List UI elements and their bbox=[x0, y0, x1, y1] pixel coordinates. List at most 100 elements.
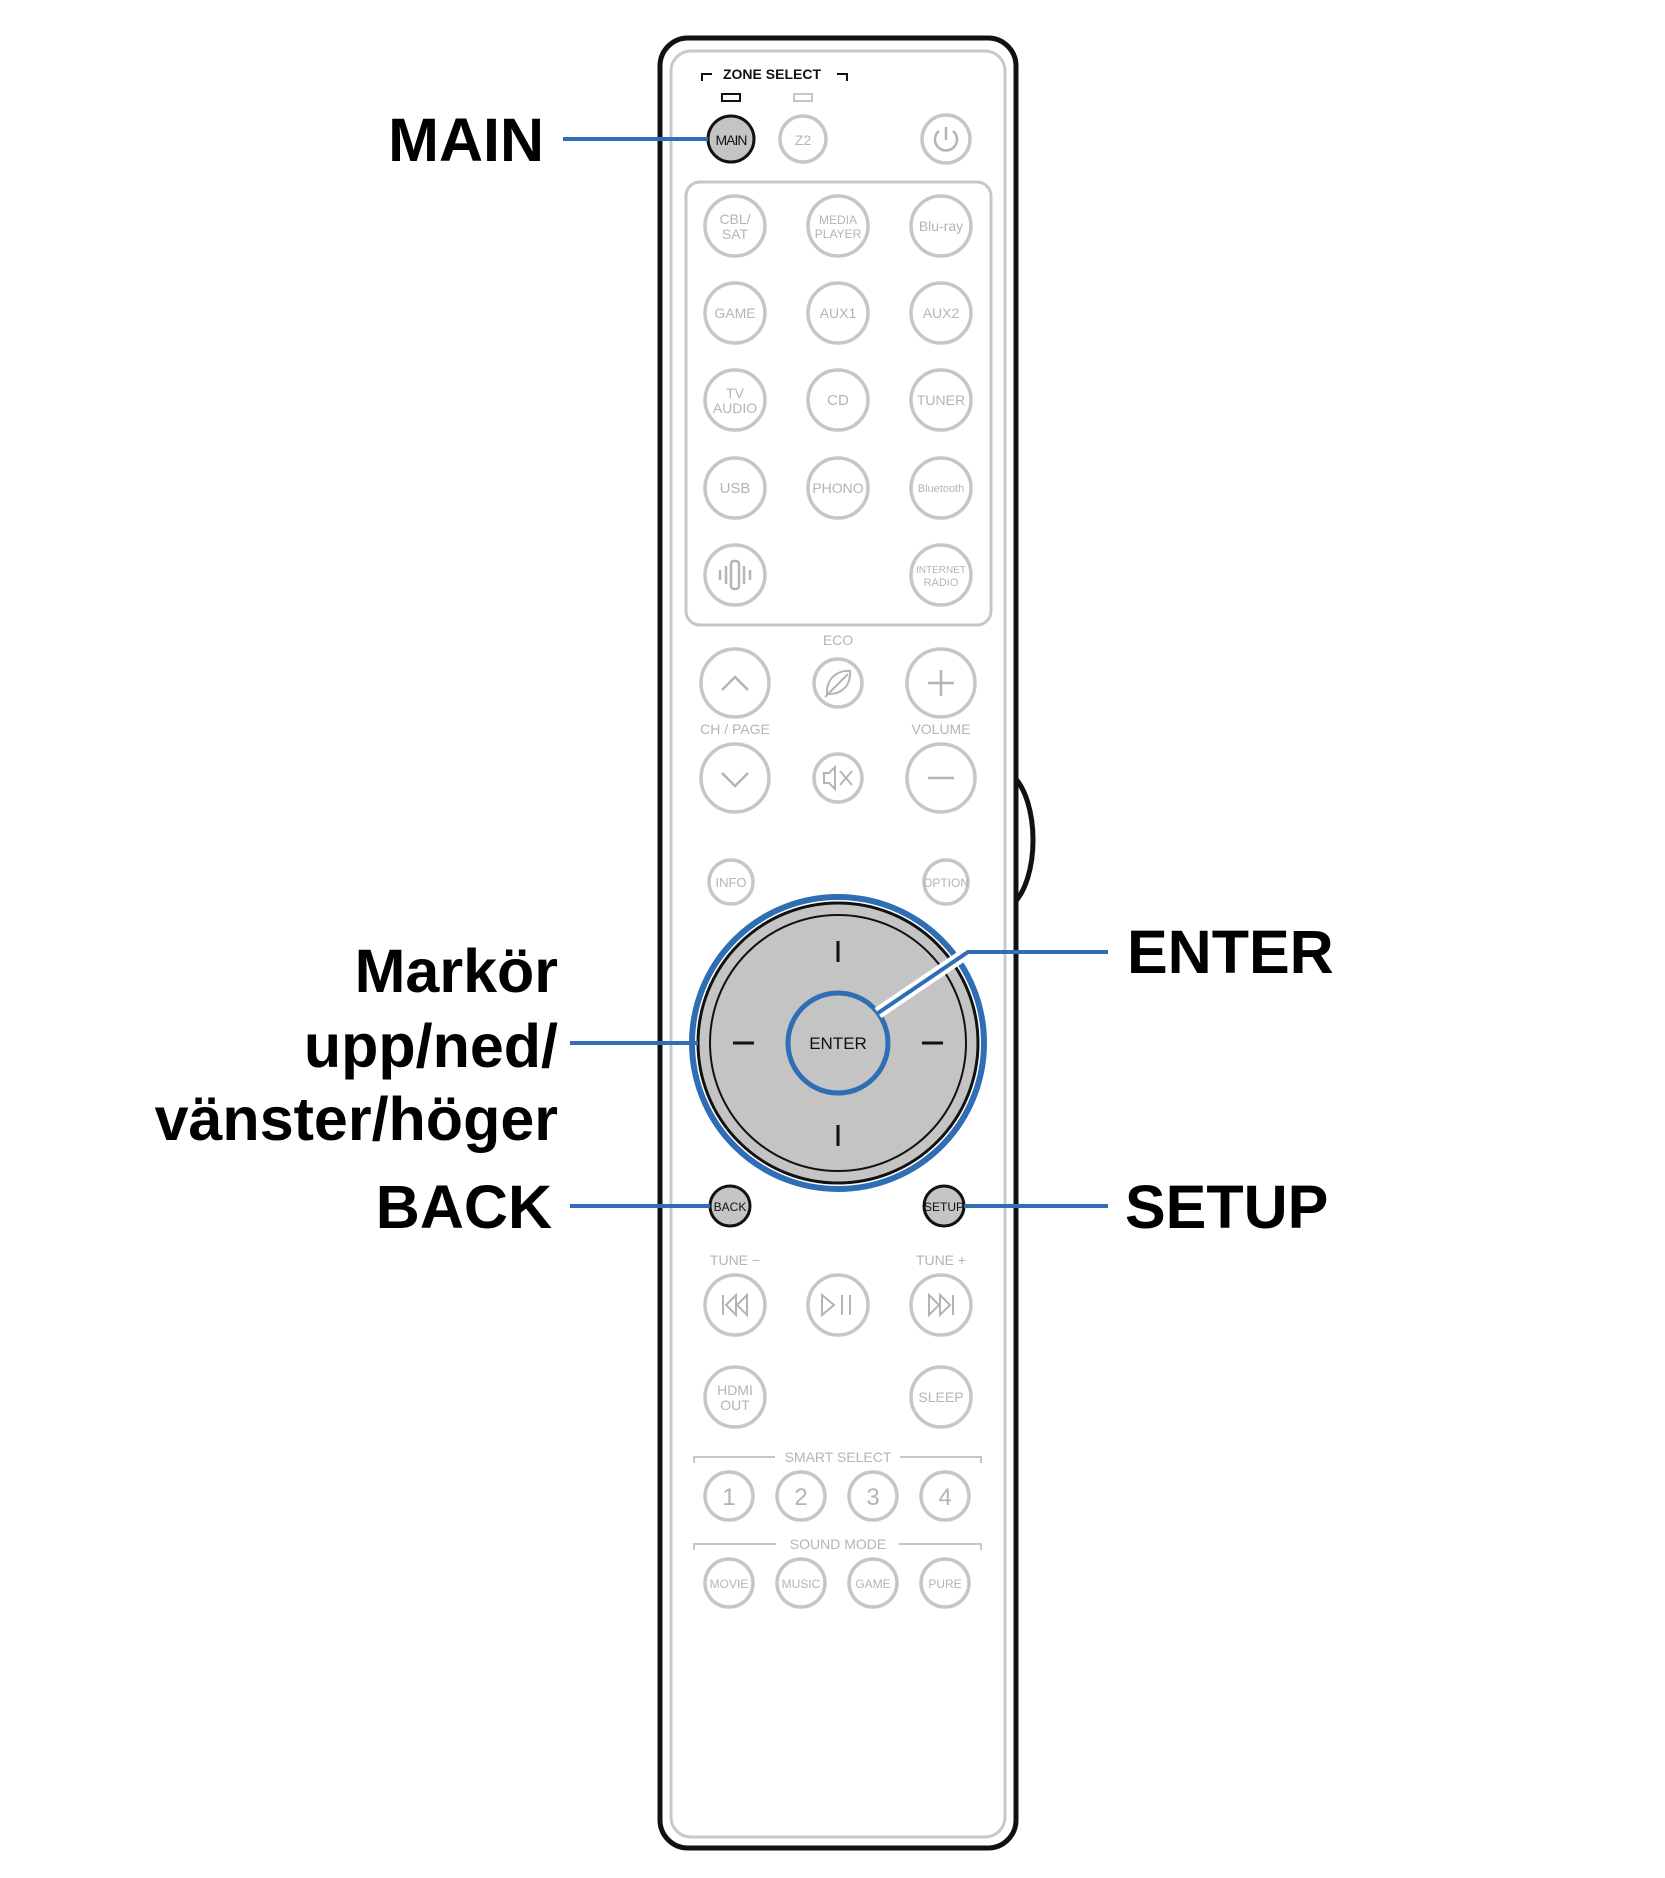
smart-select-4-button[interactable]: 4 bbox=[919, 1470, 971, 1522]
bluray-button[interactable]: Blu-ray bbox=[909, 194, 973, 258]
media-player-label-1: MEDIA bbox=[819, 213, 857, 227]
cursor-callout-line-3: vänster/höger bbox=[155, 1085, 558, 1153]
z2-zone-indicator bbox=[793, 93, 813, 102]
internet-radio-button[interactable]: INTERNET RADIO bbox=[909, 543, 973, 607]
zone-select-label: ZONE SELECT bbox=[723, 66, 821, 82]
hdmi-out-button[interactable]: HDMI OUT bbox=[703, 1365, 767, 1429]
tv-audio-label-1: TV bbox=[726, 385, 745, 401]
z2-button[interactable]: Z2 bbox=[778, 114, 828, 164]
aux1-label: AUX1 bbox=[820, 305, 857, 321]
internet-radio-label-1: INTERNET bbox=[916, 565, 966, 576]
pure-label: PURE bbox=[928, 1577, 961, 1591]
usb-label: USB bbox=[720, 480, 751, 497]
option-label: OPTION bbox=[923, 876, 969, 890]
pure-button[interactable]: PURE bbox=[919, 1557, 971, 1609]
volume-label: VOLUME bbox=[911, 721, 970, 737]
smart-select-label: SMART SELECT bbox=[785, 1449, 892, 1465]
play-pause-icon bbox=[821, 1292, 851, 1318]
movie-label: MOVIE bbox=[710, 1577, 749, 1591]
smart-select-2-label: 2 bbox=[794, 1484, 807, 1511]
tv-audio-button[interactable]: TV AUDIO bbox=[703, 368, 767, 432]
option-button[interactable]: OPTION bbox=[922, 858, 970, 906]
main-button[interactable]: MAIN bbox=[706, 114, 756, 164]
cursor-callout-line-2: upp/ned/ bbox=[304, 1012, 558, 1080]
enter-button[interactable]: ENTER bbox=[785, 990, 891, 1096]
tuner-button[interactable]: TUNER bbox=[909, 368, 973, 432]
bluetooth-button[interactable]: Bluetooth bbox=[909, 456, 973, 520]
info-label: INFO bbox=[715, 875, 746, 890]
eco-button[interactable] bbox=[812, 657, 864, 709]
back-button-label: BACK bbox=[714, 1200, 747, 1214]
bluetooth-label: Bluetooth bbox=[918, 483, 964, 495]
info-button[interactable]: INFO bbox=[707, 858, 755, 906]
phono-label: PHONO bbox=[812, 480, 863, 496]
power-button[interactable] bbox=[920, 113, 972, 165]
smart-select-4-label: 4 bbox=[938, 1484, 951, 1511]
cd-button[interactable]: CD bbox=[806, 368, 870, 432]
usb-button[interactable]: USB bbox=[703, 456, 767, 520]
heos-button[interactable] bbox=[703, 543, 767, 607]
cbl-sat-button[interactable]: CBL/ SAT bbox=[703, 194, 767, 258]
game-source-button[interactable]: GAME bbox=[703, 281, 767, 345]
z2-button-label: Z2 bbox=[795, 132, 812, 148]
ch-page-down-button[interactable] bbox=[699, 742, 771, 814]
internet-radio-label-2: RADIO bbox=[924, 577, 959, 589]
music-label: MUSIC bbox=[782, 1577, 821, 1591]
media-player-label-2: PLAYER bbox=[815, 227, 862, 241]
mute-button[interactable] bbox=[812, 752, 864, 804]
setup-button-label: SETUP bbox=[924, 1200, 964, 1214]
skip-back-icon bbox=[722, 1292, 748, 1318]
smart-select-1-button[interactable]: 1 bbox=[703, 1470, 755, 1522]
power-icon bbox=[933, 127, 959, 152]
eco-label: ECO bbox=[823, 632, 853, 648]
ch-page-label: CH / PAGE bbox=[700, 721, 770, 737]
volume-up-button[interactable] bbox=[905, 647, 977, 719]
back-button[interactable]: BACK bbox=[708, 1184, 752, 1228]
tune-plus-label: TUNE + bbox=[916, 1252, 966, 1268]
ch-page-up-button[interactable] bbox=[699, 647, 771, 719]
cbl-sat-label-1: CBL/ bbox=[719, 211, 750, 227]
mute-icon bbox=[823, 764, 853, 792]
media-player-button[interactable]: MEDIA PLAYER bbox=[806, 194, 870, 258]
play-pause-button[interactable] bbox=[806, 1273, 870, 1337]
phono-button[interactable]: PHONO bbox=[806, 456, 870, 520]
smart-select-1-label: 1 bbox=[722, 1484, 735, 1511]
sleep-button[interactable]: SLEEP bbox=[909, 1365, 973, 1429]
music-button[interactable]: MUSIC bbox=[775, 1557, 827, 1609]
heos-icon bbox=[718, 559, 752, 591]
cd-label: CD bbox=[827, 392, 849, 409]
chevron-down-icon bbox=[721, 772, 749, 788]
bluray-label: Blu-ray bbox=[919, 218, 963, 234]
volume-down-button[interactable] bbox=[905, 742, 977, 814]
enter-button-label: ENTER bbox=[809, 1034, 867, 1053]
sound-mode-divider bbox=[693, 1543, 982, 1550]
setup-button[interactable]: SETUP bbox=[922, 1184, 966, 1228]
smart-select-3-label: 3 bbox=[866, 1484, 879, 1511]
game-mode-button[interactable]: GAME bbox=[847, 1557, 899, 1609]
enter-callout-line bbox=[876, 950, 1108, 1015]
smart-select-2-button[interactable]: 2 bbox=[775, 1470, 827, 1522]
main-button-label: MAIN bbox=[716, 132, 747, 148]
game-source-label: GAME bbox=[714, 305, 755, 321]
main-callout-label: MAIN bbox=[388, 106, 544, 174]
movie-button[interactable]: MOVIE bbox=[703, 1557, 755, 1609]
back-callout-label: BACK bbox=[376, 1173, 552, 1241]
sound-mode-label: SOUND MODE bbox=[790, 1536, 886, 1552]
cursor-callout-line-1: Markör bbox=[355, 937, 558, 1005]
aux1-button[interactable]: AUX1 bbox=[806, 281, 870, 345]
tune-minus-label: TUNE − bbox=[710, 1252, 760, 1268]
skip-forward-button[interactable] bbox=[909, 1273, 973, 1337]
chevron-up-icon bbox=[721, 675, 749, 691]
smart-select-3-button[interactable]: 3 bbox=[847, 1470, 899, 1522]
tv-audio-label-2: AUDIO bbox=[713, 400, 757, 416]
callout-lines bbox=[563, 137, 1108, 1208]
skip-back-button[interactable] bbox=[703, 1273, 767, 1337]
hdmi-out-label-2: OUT bbox=[720, 1397, 750, 1413]
plus-icon bbox=[928, 670, 954, 696]
source-panel bbox=[684, 180, 993, 627]
aux2-button[interactable]: AUX2 bbox=[909, 281, 973, 345]
main-zone-indicator bbox=[721, 93, 741, 102]
zone-select-group: ZONE SELECT bbox=[701, 66, 848, 102]
sleep-label: SLEEP bbox=[918, 1389, 963, 1405]
